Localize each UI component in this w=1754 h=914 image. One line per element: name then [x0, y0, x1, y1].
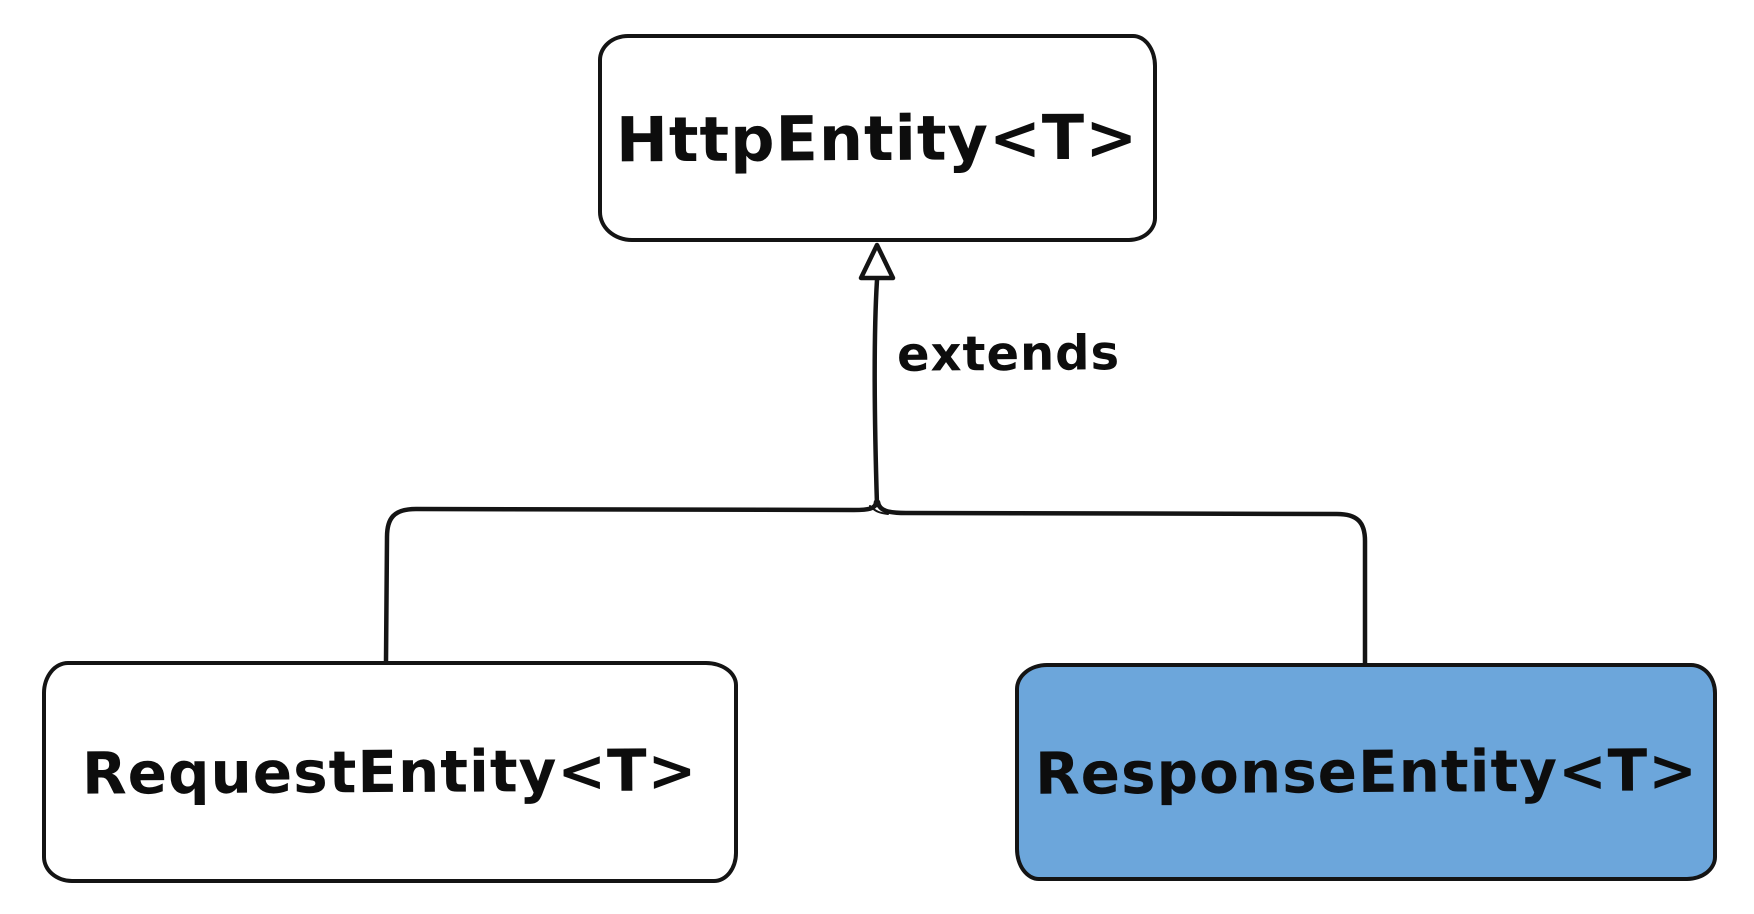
- arrow-stem-line: [872, 277, 880, 508]
- extends-edge-label: extends: [896, 325, 1121, 383]
- class-box-requestentity: RequestEntity<T>: [42, 661, 738, 883]
- class-box-responseentity: ResponseEntity<T>: [1015, 663, 1717, 881]
- class-label-httpentity: HttpEntity<T>: [616, 100, 1139, 176]
- inheritance-arrowhead-icon: [858, 242, 896, 281]
- class-box-httpentity: HttpEntity<T>: [598, 34, 1157, 242]
- hand-restroke: [869, 505, 889, 515]
- right-branch-line: [875, 499, 1368, 666]
- left-branch-line: [383, 499, 879, 664]
- inheritance-connectors: [383, 277, 1368, 666]
- class-label-responseentity: ResponseEntity<T>: [1034, 736, 1698, 808]
- class-label-requestentity: RequestEntity<T>: [82, 736, 698, 808]
